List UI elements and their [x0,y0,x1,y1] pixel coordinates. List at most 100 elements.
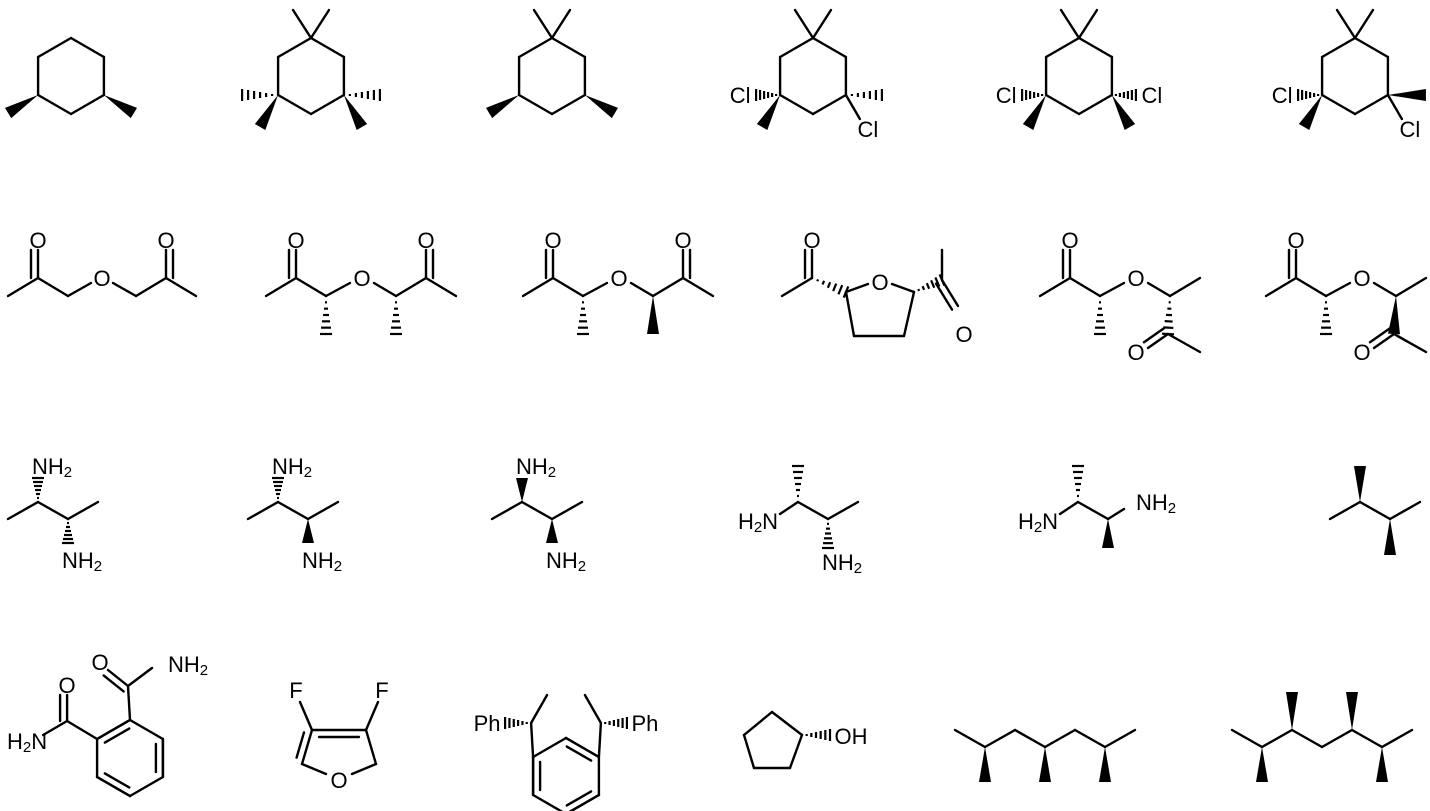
atom-label: O [955,322,972,347]
atom-symbol: O [1353,266,1370,291]
bond [796,500,830,521]
hashed-bond [1020,89,1044,101]
bond [1320,36,1357,59]
bond [583,693,603,725]
wedge-bond [103,95,137,119]
bond [770,710,804,737]
atom-symbol: F [289,678,302,703]
hashed-bond [577,301,589,336]
bond [844,290,856,338]
wedge-bond [5,95,39,119]
bond [36,276,70,298]
atom-symbol: O [803,228,820,253]
hashed-bond [390,301,402,336]
bond [69,36,106,59]
bond [424,276,458,298]
bond [1013,728,1047,749]
bond [550,500,584,521]
bond [134,276,168,298]
molecule-2-2: OOO [264,228,458,336]
bond [1230,728,1264,749]
bond [550,93,587,116]
bond [742,733,756,770]
atom-subscript: 2 [334,558,342,575]
atom-label: NH2 [272,454,312,481]
atom-label: NH2 [516,454,556,481]
bond [95,718,132,741]
wedge-bond [254,95,279,130]
atom-label: F [289,678,302,703]
atom-label: Ph [631,711,658,736]
bond [69,93,106,116]
bond [6,500,40,521]
hashed-bond [1114,89,1138,101]
double-bond-line [1368,327,1392,344]
wedge-bond [756,95,781,130]
bond [940,278,960,308]
bond [264,276,298,298]
hashed-bond [816,278,850,298]
atom-symbol: F [375,678,388,703]
molecule-1-2 [240,8,382,130]
bond [1168,276,1202,298]
bond [6,276,40,298]
bond [41,719,69,737]
atom-symbol: O [1353,340,1370,365]
hashed-bond [348,89,382,101]
atom-symbol: O [1127,266,1144,291]
bond [1044,93,1081,116]
bond [128,775,165,798]
atom-symbol: NH [32,454,64,479]
atom-symbol: N [762,509,778,534]
hashed-bond [1296,89,1320,101]
bond [1077,8,1099,40]
atom-label: O [1353,266,1370,291]
bond [1320,728,1354,749]
atom-symbol: O [955,322,972,347]
hashed-bond [754,89,778,101]
bond [128,718,165,741]
atom-subscript: 2 [754,519,762,536]
atom-symbol: O [674,228,691,253]
molecule-2-6: OOO [1264,228,1428,365]
atom-label: NH2 [546,548,586,575]
atom-subscript: 2 [854,560,862,577]
wedge-bond [1102,519,1114,548]
atom-label: O [417,228,434,253]
bond [1353,8,1375,40]
bond [826,500,860,521]
wedge-bond [1354,466,1366,502]
bond [294,276,328,298]
atom-symbol: Cl [858,117,879,142]
hashed-bond [320,301,332,336]
atom-symbol: O [330,768,347,793]
atom-label: Cl [858,117,879,142]
bond [372,281,398,298]
atom-label: Cl [996,83,1017,108]
bond [66,500,100,521]
bond [651,276,685,298]
atom-subscript: 2 [23,739,31,756]
bond [364,700,380,732]
atom-label: NH2 [302,548,342,575]
bond [1077,93,1114,116]
bond [1146,281,1172,298]
molecule-2-5: OOO [1038,228,1202,365]
bond [1294,276,1328,298]
wedge-bond [647,296,659,334]
atom-label: O [871,270,888,295]
bond [1044,36,1081,59]
molecule-4-4: OH [742,710,868,770]
bond [126,684,132,722]
bond [811,8,833,40]
bond [1076,500,1110,521]
atom-symbol: Ph [631,711,658,736]
atom-symbol: N [1042,509,1058,534]
bond [1335,8,1357,40]
wedge-bond [1111,95,1136,130]
bond [36,500,70,521]
bond [1264,276,1298,298]
bond [300,728,314,766]
